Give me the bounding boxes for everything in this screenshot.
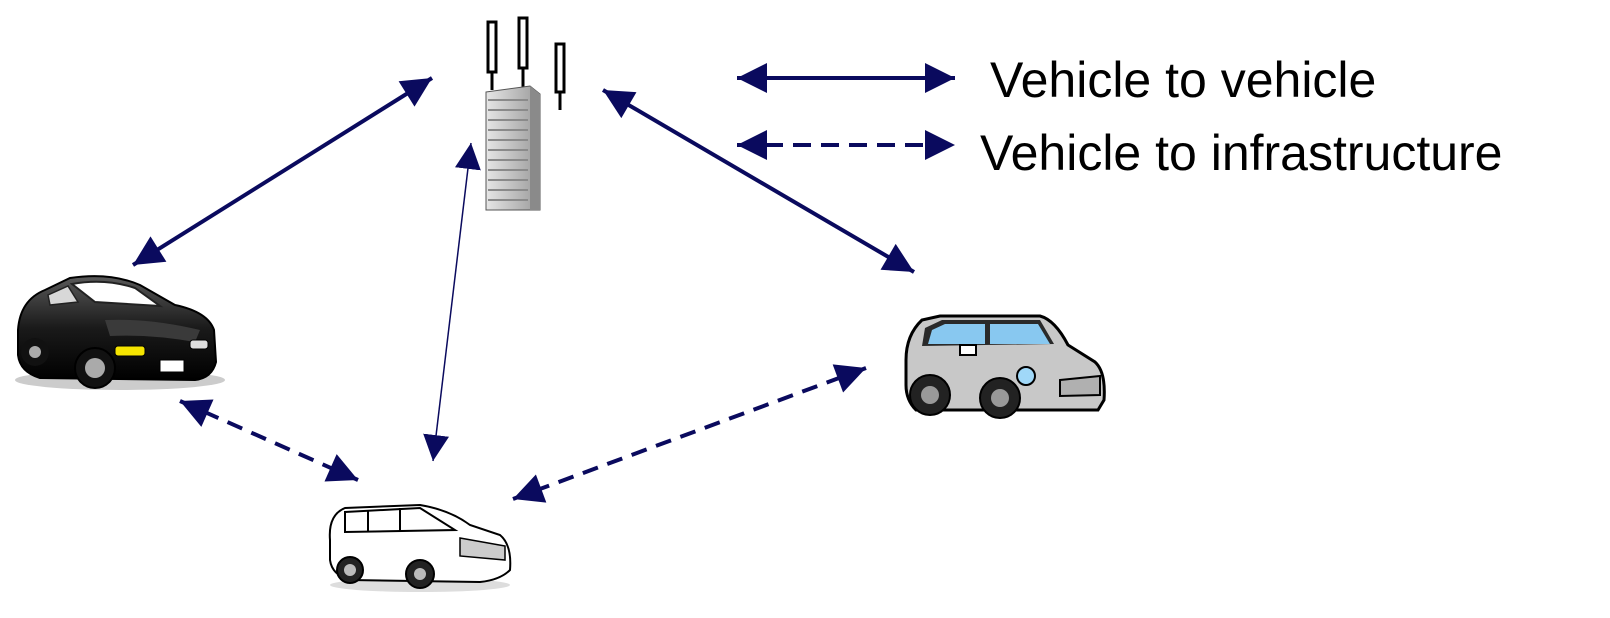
black-sedan-icon	[15, 275, 225, 390]
link-tower-white-car	[423, 142, 481, 462]
cell-tower-building-icon	[485, 16, 566, 211]
mini-car-icon	[904, 314, 1106, 419]
link-mini-car-white-car	[512, 364, 867, 503]
legend: Vehicle to vehicle Vehicle to infrastruc…	[737, 52, 1503, 181]
legend-solid-label: Vehicle to vehicle	[990, 52, 1376, 108]
white-hatchback-icon	[328, 503, 512, 592]
link-tower-black-car	[131, 76, 434, 267]
legend-dashed-label: Vehicle to infrastructure	[980, 125, 1503, 181]
link-black-car-white-car	[179, 399, 359, 482]
link-tower-mini-car	[601, 88, 916, 274]
